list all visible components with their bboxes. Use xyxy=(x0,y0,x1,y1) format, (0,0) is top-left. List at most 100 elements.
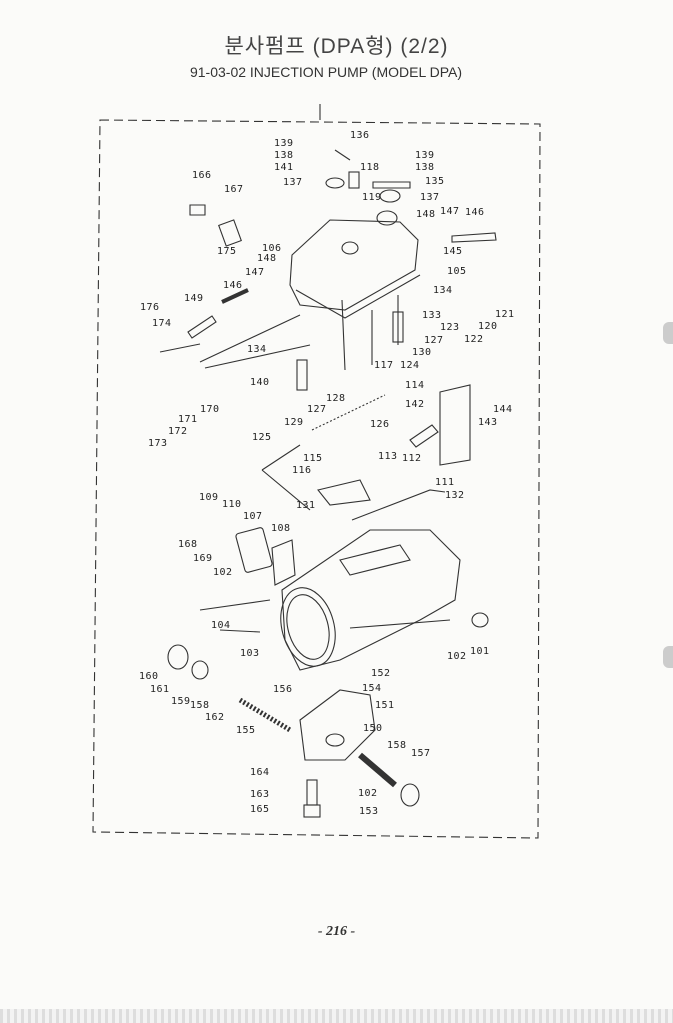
end-plate xyxy=(299,689,376,761)
part-number-label: 102 xyxy=(358,788,378,799)
part-number-label: 109 xyxy=(199,492,219,503)
part-number-label: 170 xyxy=(200,404,220,415)
part-number-label: 163 xyxy=(250,789,270,800)
part-number-label: 146 xyxy=(465,207,485,218)
part-number-label: 159 xyxy=(171,696,191,707)
part-number-label: 106 xyxy=(262,243,282,254)
part-number-label: 142 xyxy=(405,399,425,410)
pump-housing xyxy=(281,529,461,671)
part-number-label: 117 xyxy=(374,360,394,371)
part-number-label: 132 xyxy=(445,490,465,501)
part-number-label: 113 xyxy=(378,451,398,462)
part-number-label: 139 xyxy=(415,150,435,161)
part-number-label: 140 xyxy=(250,377,270,388)
part-number-label: 114 xyxy=(405,380,425,391)
part-number-label: 130 xyxy=(412,347,432,358)
part-number-label: 148 xyxy=(257,253,277,264)
part-number-label: 104 xyxy=(211,620,231,631)
part-number-label: 134 xyxy=(247,344,267,355)
part-number-label: 138 xyxy=(274,150,294,161)
part-number-label: 120 xyxy=(478,321,498,332)
part-number-label: 110 xyxy=(222,499,242,510)
part-number-label: 112 xyxy=(402,453,422,464)
part-number-label: 169 xyxy=(193,553,213,564)
housing-bore xyxy=(280,587,336,667)
part-number-label: 108 xyxy=(271,523,291,534)
part-number-label: 103 xyxy=(240,648,260,659)
part-number-label: 157 xyxy=(411,748,431,759)
diagram-frame xyxy=(92,119,541,839)
part-number-label: 141 xyxy=(274,162,294,173)
part-number-label: 145 xyxy=(443,246,463,257)
part-number-label: 102 xyxy=(447,651,467,662)
part-number-label: 158 xyxy=(387,740,407,751)
part-number-label: 101 xyxy=(470,646,490,657)
page-title-korean: 분사펌프 (DPA형) (2/2) xyxy=(224,35,449,58)
part-number-label: 128 xyxy=(326,393,346,404)
part-number-label: 102 xyxy=(213,567,233,578)
part-number-label: 155 xyxy=(236,725,256,736)
part-number-label: 174 xyxy=(152,318,172,329)
part-number-label: 138 xyxy=(415,162,435,173)
part-number-label: 158 xyxy=(190,700,210,711)
part-number-label: 161 xyxy=(150,684,170,695)
part-number-label: 153 xyxy=(359,806,379,817)
part-number-label: 136 xyxy=(350,130,370,141)
part-number-label: 168 xyxy=(178,539,198,550)
part-number-label: 144 xyxy=(493,404,513,415)
part-number-label: 175 xyxy=(217,246,237,257)
part-number-label: 127 xyxy=(424,335,444,346)
part-number-label: 166 xyxy=(192,170,212,181)
part-number-label: 116 xyxy=(292,465,312,476)
part-number-label: 124 xyxy=(400,360,420,371)
page-number: - 216 - xyxy=(317,924,356,939)
governor-cover xyxy=(289,219,419,311)
bolt-146 xyxy=(451,232,497,243)
part-number-label: 137 xyxy=(283,177,303,188)
part-number-label: 133 xyxy=(422,310,442,321)
binding-tab xyxy=(663,322,673,344)
part-number-label: 176 xyxy=(140,302,160,313)
part-number-label: 146 xyxy=(223,280,243,291)
part-number-label: 164 xyxy=(250,767,270,778)
part-number-label: 162 xyxy=(205,712,225,723)
part-number-label: 172 xyxy=(168,426,188,437)
part-number-label: 129 xyxy=(284,417,304,428)
part-number-label: 121 xyxy=(495,309,515,320)
part-number-label: 111 xyxy=(435,477,455,488)
part-number-label: 147 xyxy=(440,206,460,217)
part-number-label: 171 xyxy=(178,414,198,425)
part-number-label: 125 xyxy=(252,432,272,443)
part-number-label: 148 xyxy=(416,209,436,220)
binding-tab xyxy=(663,646,673,668)
part-number-label: 134 xyxy=(433,285,453,296)
part-number-label: 131 xyxy=(296,500,316,511)
scan-edge xyxy=(0,1009,673,1023)
part-number-label: 126 xyxy=(370,419,390,430)
part-number-label: 150 xyxy=(363,723,383,734)
part-number-label: 123 xyxy=(440,322,460,333)
part-number-label: 151 xyxy=(375,700,395,711)
part-number-label: 119 xyxy=(362,192,382,203)
bolt-166 xyxy=(189,204,206,216)
part-number-label: 139 xyxy=(274,138,294,149)
part-number-label: 122 xyxy=(464,334,484,345)
part-number-label: 135 xyxy=(425,176,445,187)
part-number-label: 156 xyxy=(273,684,293,695)
part-number-label: 105 xyxy=(447,266,467,277)
part-number-label: 165 xyxy=(250,804,270,815)
part-number-label: 118 xyxy=(360,162,380,173)
part-number-label: 137 xyxy=(420,192,440,203)
page-title-english: 91-03-02 INJECTION PUMP (MODEL DPA) xyxy=(189,64,463,80)
part-number-label: 160 xyxy=(139,671,159,682)
part-number-label: 147 xyxy=(245,267,265,278)
part-number-label: 173 xyxy=(148,438,168,449)
part-number-label: 167 xyxy=(224,184,244,195)
part-number-label: 149 xyxy=(184,293,204,304)
part-number-label: 127 xyxy=(307,404,327,415)
part-number-label: 115 xyxy=(303,453,323,464)
part-number-label: 152 xyxy=(371,668,391,679)
part-number-label: 107 xyxy=(243,511,263,522)
part-number-label: 143 xyxy=(478,417,498,428)
